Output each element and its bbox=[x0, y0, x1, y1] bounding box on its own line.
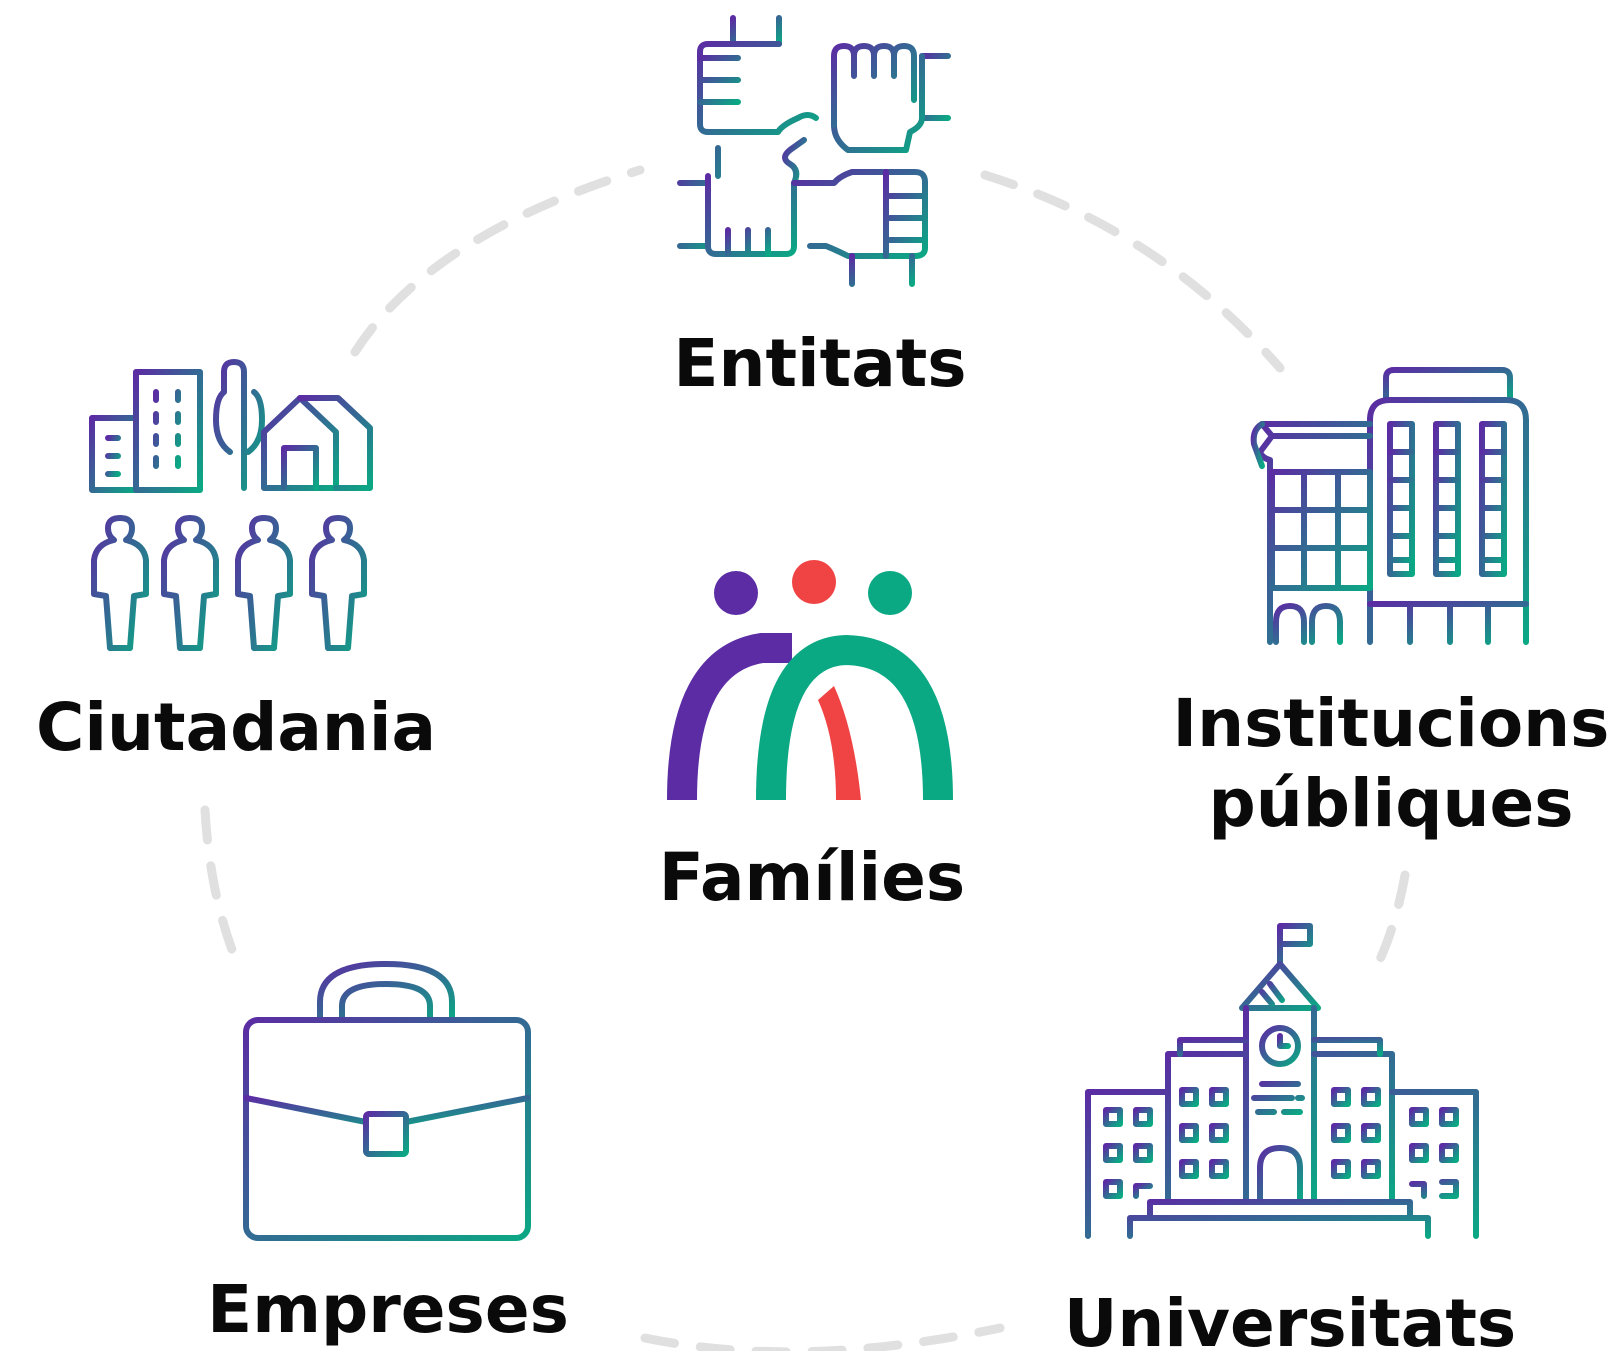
handshake-circle-icon bbox=[677, 15, 951, 287]
families-logo bbox=[667, 560, 953, 801]
ring-arc-right bbox=[1370, 870, 1410, 975]
ring-arc-top-left bbox=[350, 165, 645, 357]
node-label-institucions-line1: Institucions bbox=[1173, 685, 1610, 762]
person-icon bbox=[91, 515, 367, 651]
logo-dot-purple bbox=[714, 571, 758, 615]
ring-arc-bottom bbox=[640, 1323, 1005, 1351]
logo-dot-red bbox=[792, 560, 836, 604]
office-building-icon bbox=[1250, 367, 1531, 645]
node-label-empreses: Empreses bbox=[207, 1271, 569, 1348]
briefcase-icon bbox=[243, 961, 531, 1241]
node-label-institucions-line2: públiques bbox=[1209, 765, 1574, 842]
connector-ring bbox=[200, 165, 1410, 1351]
university-building-icon bbox=[1085, 923, 1479, 1239]
logo-arch-green bbox=[756, 634, 953, 801]
city-people-icon bbox=[89, 359, 375, 651]
logo-arch-red bbox=[818, 686, 861, 800]
node-label-ciutadania: Ciutadania bbox=[36, 689, 436, 766]
logo-arch-purple bbox=[667, 633, 792, 801]
ring-arc-left bbox=[200, 805, 245, 975]
logo-dot-green bbox=[868, 571, 912, 615]
ring-arc-top-right bbox=[980, 170, 1285, 373]
center-label-families: Famílies bbox=[659, 839, 965, 916]
node-label-entitats: Entitats bbox=[673, 325, 966, 402]
node-label-universitats: Universitats bbox=[1064, 1285, 1516, 1351]
